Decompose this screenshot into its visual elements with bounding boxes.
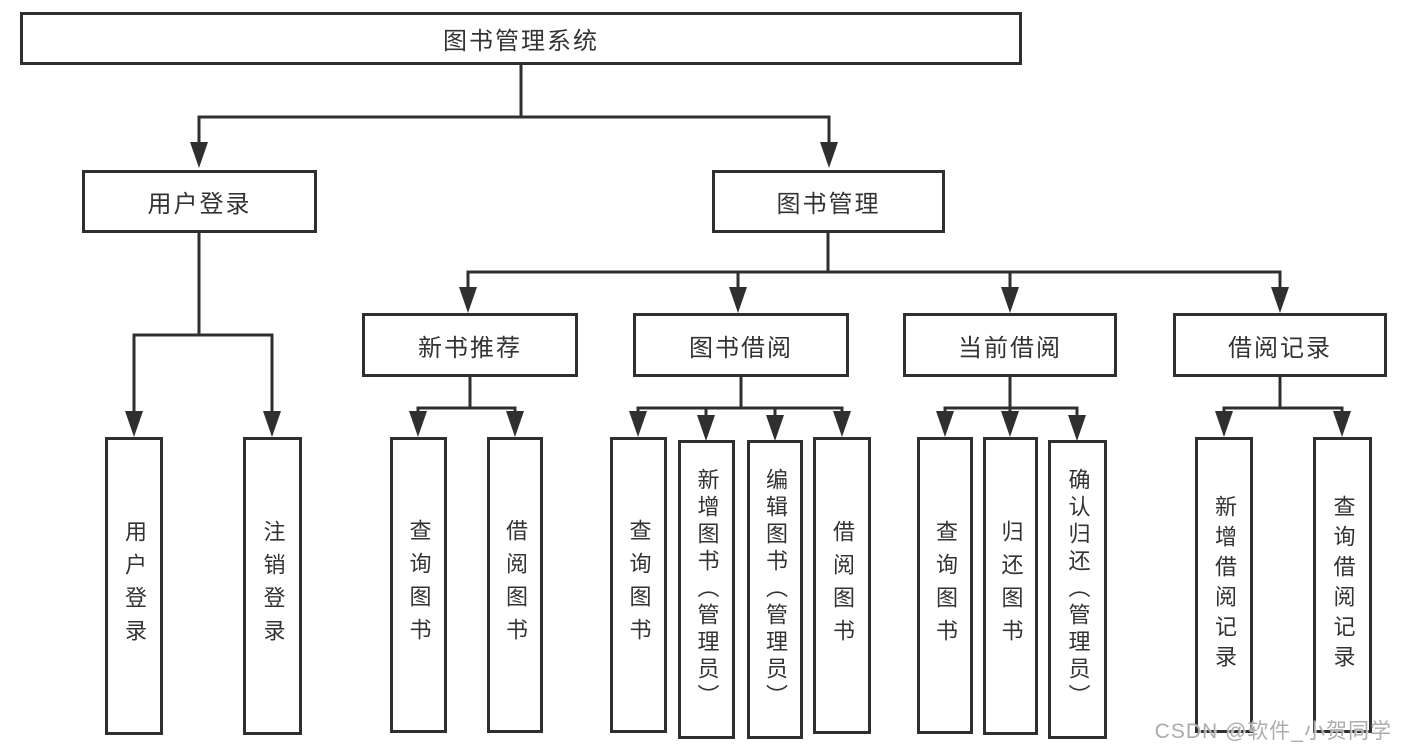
leaf-cb-confirm-return-admin-label: 确认归还（管理员） [1065, 468, 1091, 711]
node-root-label: 图书管理系统 [443, 28, 599, 55]
leaf-logout-login: 注销登录 [243, 437, 302, 735]
leaf-cb-query-book-label: 查询图书 [933, 519, 958, 652]
node-user-login-label: 用户登录 [147, 191, 252, 218]
leaf-bb-query-book-label: 查询图书 [626, 519, 652, 651]
node-book-borrow: 图书借阅 [633, 313, 849, 377]
node-book-management-label: 图书管理 [776, 191, 881, 218]
leaf-user-login-label: 用户登录 [122, 520, 147, 652]
leaf-br-add-record: 新增借阅记录 [1195, 437, 1253, 733]
leaf-bb-borrow-book: 借阅图书 [813, 437, 871, 734]
leaf-nbr-borrow-book-label: 借阅图书 [503, 519, 528, 651]
node-book-borrow-label: 图书借阅 [689, 334, 793, 362]
leaf-cb-confirm-return-admin: 确认归还（管理员） [1048, 440, 1107, 739]
node-borrow-records: 借阅记录 [1173, 313, 1387, 377]
leaf-br-query-record: 查询借阅记录 [1313, 437, 1372, 733]
node-new-book-recommend-label: 新书推荐 [418, 334, 522, 362]
leaf-bb-add-book-admin: 新增图书（管理员） [678, 440, 735, 739]
node-current-borrow-label: 当前借阅 [958, 334, 1062, 362]
leaf-cb-return-book: 归还图书 [983, 437, 1038, 735]
csdn-watermark: CSDN @软件_小贺同学 [1154, 720, 1392, 743]
node-current-borrow: 当前借阅 [903, 313, 1117, 377]
leaf-bb-query-book: 查询图书 [610, 437, 667, 733]
leaf-cb-query-book: 查询图书 [917, 437, 973, 734]
leaf-bb-edit-book-admin: 编辑图书（管理员） [747, 440, 803, 739]
leaf-bb-borrow-book-label: 借阅图书 [830, 519, 855, 652]
leaf-nbr-query-book: 查询图书 [390, 437, 447, 733]
leaf-logout-login-label: 注销登录 [260, 520, 286, 652]
node-root: 图书管理系统 [20, 12, 1022, 65]
leaf-bb-add-book-admin-label: 新增图书（管理员） [694, 468, 720, 711]
node-new-book-recommend: 新书推荐 [362, 313, 578, 377]
arrowheads [125, 142, 1351, 441]
node-book-management: 图书管理 [712, 170, 945, 233]
leaf-nbr-borrow-book: 借阅图书 [487, 437, 543, 733]
node-user-login: 用户登录 [82, 170, 317, 233]
node-borrow-records-label: 借阅记录 [1228, 334, 1332, 362]
leaf-cb-return-book-label: 归还图书 [998, 520, 1024, 652]
leaf-nbr-query-book-label: 查询图书 [406, 519, 432, 651]
leaf-bb-edit-book-admin-label: 编辑图书（管理员） [763, 468, 788, 711]
leaf-br-query-record-label: 查询借阅记录 [1330, 495, 1356, 675]
leaf-br-add-record-label: 新增借阅记录 [1212, 495, 1237, 675]
leaf-user-login: 用户登录 [105, 437, 163, 735]
